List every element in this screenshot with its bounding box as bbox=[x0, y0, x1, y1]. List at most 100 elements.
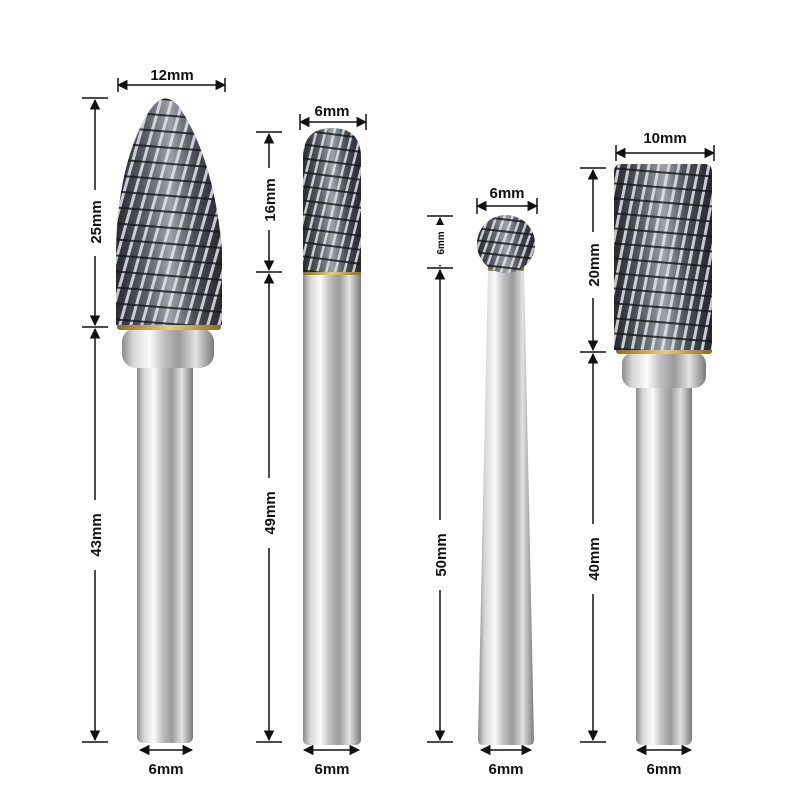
flute-line bbox=[751, 160, 790, 355]
cross-cut-line bbox=[116, 190, 222, 202]
cross-cut-line bbox=[303, 199, 361, 210]
burr1-head-diameter: 12mm bbox=[150, 67, 193, 84]
burr2-head-diameter: 6mm bbox=[314, 103, 349, 120]
flute-line bbox=[639, 164, 682, 350]
cross-cut-line bbox=[303, 227, 361, 238]
cross-cut-line bbox=[614, 332, 712, 343]
flute-line bbox=[709, 164, 712, 350]
cross-cut-line bbox=[116, 222, 222, 234]
flute-line bbox=[741, 160, 780, 355]
cross-cut-line bbox=[614, 167, 712, 178]
burr3-head-length: 6mm bbox=[436, 231, 447, 254]
cross-cut-line bbox=[116, 302, 222, 314]
flute-line bbox=[556, 212, 578, 276]
cutter-head bbox=[477, 212, 578, 276]
flute-line bbox=[171, 98, 222, 325]
flute-line bbox=[629, 164, 672, 350]
burr4-head-length: 20mm bbox=[586, 243, 603, 286]
cross-cut-line bbox=[477, 251, 535, 261]
flute-line bbox=[614, 164, 632, 350]
flute-line bbox=[548, 212, 570, 276]
burr-cylinder-ball-nose bbox=[303, 125, 436, 745]
flute-line bbox=[371, 125, 409, 275]
flute-line bbox=[614, 164, 652, 350]
burr4-shank-diameter: 6mm bbox=[646, 761, 681, 778]
flute-line bbox=[204, 98, 222, 325]
cross-cut-line bbox=[614, 347, 712, 350]
burr-ball bbox=[477, 212, 578, 745]
flute-line bbox=[731, 160, 770, 355]
burr3-shank-diameter: 6mm bbox=[488, 761, 523, 778]
label-masks bbox=[88, 168, 600, 594]
shank bbox=[137, 355, 193, 743]
cross-cut-line bbox=[116, 254, 222, 266]
flute-line bbox=[619, 164, 662, 350]
flute-line bbox=[540, 212, 562, 276]
cross-cut-line bbox=[303, 171, 361, 182]
cross-cut-line bbox=[116, 238, 222, 250]
cross-cut-line bbox=[303, 213, 361, 224]
cross-cut-line bbox=[614, 257, 712, 268]
cross-cut-line bbox=[116, 318, 222, 325]
cross-cut-line bbox=[303, 269, 361, 272]
cross-cut-line bbox=[116, 206, 222, 218]
flute-line bbox=[303, 128, 320, 272]
shank bbox=[303, 270, 361, 745]
flute-line bbox=[116, 98, 167, 325]
burr4-shank-length: 40mm bbox=[586, 537, 603, 580]
flute-line bbox=[116, 98, 123, 325]
flute-line bbox=[380, 125, 418, 275]
flute-line bbox=[342, 128, 361, 272]
flute-line bbox=[398, 125, 436, 275]
cross-cut-line bbox=[614, 242, 712, 253]
flute-line bbox=[699, 164, 712, 350]
cross-cut-line bbox=[116, 270, 222, 282]
flute-line bbox=[116, 98, 178, 325]
burr4-head-diameter: 10mm bbox=[643, 130, 686, 147]
cross-cut-line bbox=[614, 317, 712, 328]
burr2-shank-length: 49mm bbox=[262, 491, 279, 534]
cross-cut-line bbox=[614, 182, 712, 193]
flute-line bbox=[360, 128, 361, 272]
cross-cut-line bbox=[477, 227, 535, 237]
cross-cut-line bbox=[614, 272, 712, 283]
flute-line bbox=[721, 160, 760, 355]
burr2-head-length: 16mm bbox=[262, 178, 279, 221]
flute-line bbox=[324, 128, 361, 272]
cross-cut-line bbox=[116, 286, 222, 298]
cutter-head bbox=[303, 125, 436, 275]
flute-line bbox=[303, 128, 329, 272]
cross-cut-line bbox=[614, 212, 712, 223]
flute-line bbox=[333, 128, 361, 272]
burr1-shank-diameter: 6mm bbox=[148, 761, 183, 778]
shank bbox=[478, 268, 534, 745]
cross-cut-line bbox=[303, 241, 361, 252]
cutter-head bbox=[614, 160, 790, 355]
cross-cut-line bbox=[303, 143, 361, 154]
cross-cut-line bbox=[477, 239, 535, 249]
dimension-lines bbox=[82, 78, 716, 756]
burr3-shank-length: 50mm bbox=[433, 533, 450, 576]
cross-cut-line bbox=[614, 197, 712, 208]
flute-line bbox=[389, 125, 427, 275]
neck-collar bbox=[122, 328, 214, 368]
neck-collar bbox=[622, 352, 706, 388]
burr-cylinder-flat bbox=[614, 160, 790, 745]
cross-cut-line bbox=[614, 227, 712, 238]
flute-line bbox=[614, 164, 642, 350]
burr3-head-diameter: 6mm bbox=[489, 185, 524, 202]
cross-cut-line bbox=[614, 287, 712, 298]
flute-line bbox=[669, 164, 712, 350]
flute-line bbox=[303, 128, 338, 272]
flute-line bbox=[689, 164, 712, 350]
cross-cut-line bbox=[303, 255, 361, 266]
cross-cut-line bbox=[614, 302, 712, 313]
flute-line bbox=[193, 98, 222, 325]
dimension-labels: 12mm 25mm 43mm 6mm 6mm 16mm 49mm 6mm 6mm… bbox=[88, 67, 687, 778]
cross-cut-line bbox=[303, 157, 361, 168]
flute-line bbox=[679, 164, 712, 350]
burr1-head-length: 25mm bbox=[88, 200, 105, 243]
cross-cut-line bbox=[303, 185, 361, 196]
burr1-shank-length: 43mm bbox=[88, 513, 105, 556]
